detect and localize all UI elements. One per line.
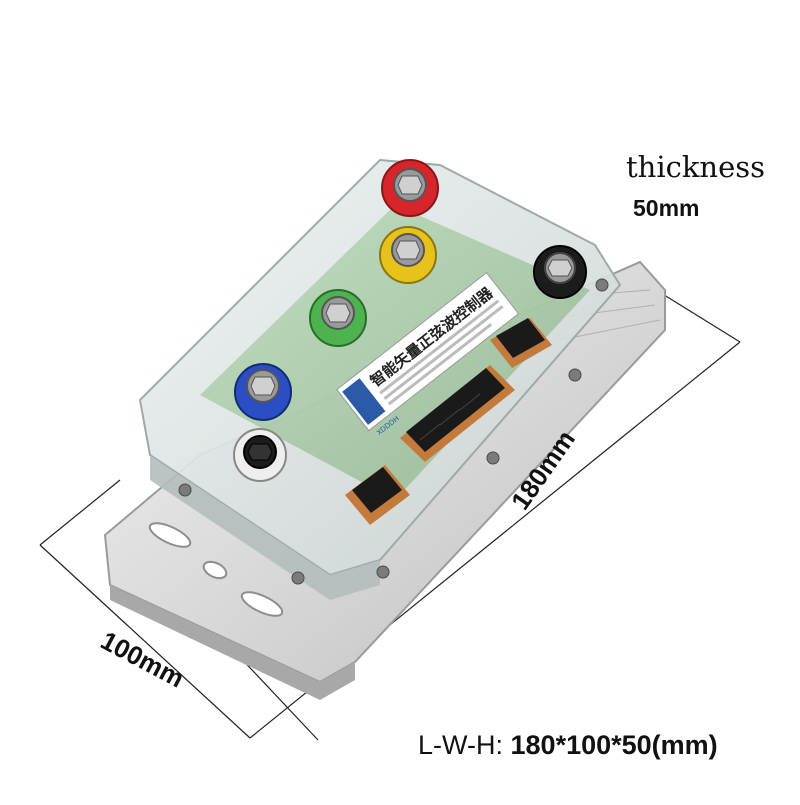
dimensions-prefix: L-W-H:	[418, 730, 503, 760]
connector-small-top	[490, 318, 552, 368]
dimensions-caption: L-W-H: 180*100*50(mm)	[418, 730, 718, 761]
blue-terminal	[234, 363, 292, 421]
power-terminals	[233, 159, 587, 482]
mounting-slot	[148, 522, 192, 548]
black-terminal-right	[533, 245, 587, 299]
connector-large	[400, 365, 515, 462]
screw	[595, 278, 609, 292]
red-terminal	[381, 159, 439, 217]
screw	[291, 571, 305, 585]
screw	[376, 565, 390, 579]
connector-small-bottom	[345, 465, 410, 525]
black-terminal-left	[233, 428, 287, 482]
yellow-terminal	[379, 226, 437, 284]
thickness-value: 50mm	[633, 195, 700, 221]
width-dimension-line	[39, 544, 251, 739]
dimensions-value: 180*100*50(mm)	[510, 730, 718, 760]
screw	[486, 451, 500, 465]
screw	[178, 483, 192, 497]
product-label: 智能矢量正弦波控制器 XDDDH	[336, 271, 520, 437]
thickness-label: thickness	[626, 150, 766, 184]
signal-connectors	[345, 318, 552, 525]
mounting-hole	[202, 560, 228, 580]
screw	[568, 368, 582, 382]
mounting-slot	[240, 591, 284, 617]
green-terminal	[309, 289, 367, 347]
